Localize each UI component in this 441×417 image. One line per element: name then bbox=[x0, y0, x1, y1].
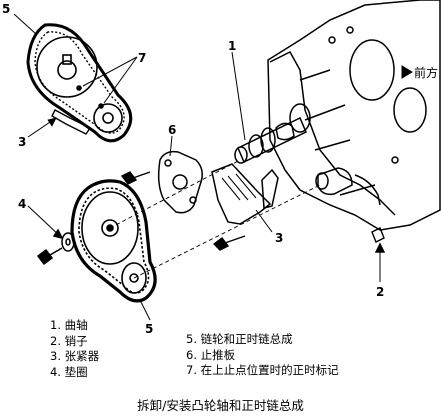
engine-block bbox=[267, 0, 441, 231]
leader-5-top bbox=[13, 13, 37, 35]
align-line-1 bbox=[109, 159, 241, 229]
cam-bore bbox=[289, 103, 311, 133]
tensioner-hatch bbox=[221, 173, 257, 201]
tensioner-body bbox=[211, 163, 272, 225]
inset-cam-keyway bbox=[62, 54, 72, 65]
thrust-plate-bolt-hole-2 bbox=[189, 196, 197, 204]
pin-body bbox=[371, 227, 385, 243]
inset-chain-loop bbox=[26, 23, 133, 143]
tensioner-shoe bbox=[261, 168, 279, 209]
camshaft-end bbox=[234, 146, 248, 164]
bolt-head bbox=[36, 248, 54, 266]
crank-nose-end bbox=[315, 172, 329, 190]
leader-3-mid bbox=[255, 209, 273, 233]
washer-and-bolt bbox=[27, 205, 75, 266]
block-bolt-b bbox=[346, 26, 354, 34]
thrust-plate-body bbox=[157, 150, 203, 214]
bolt-shank bbox=[49, 247, 63, 256]
legend-item: 2. 销子 bbox=[50, 333, 88, 348]
front-arrow-icon bbox=[401, 65, 413, 79]
main-chain-links bbox=[78, 187, 150, 294]
legend-left: 1. 曲轴 2. 销子 3. 张紧器 4. 垫圈 bbox=[50, 318, 99, 380]
callout-2: 2 bbox=[376, 285, 384, 299]
block-bolt-c bbox=[391, 156, 399, 164]
align-line-2 bbox=[133, 184, 321, 279]
callout-4: 4 bbox=[18, 197, 26, 211]
legend-item: 3. 张紧器 bbox=[50, 349, 100, 363]
figure-caption: 拆卸/安装凸轮轴和正时链总成 bbox=[137, 398, 304, 413]
thrust-plate bbox=[157, 135, 203, 214]
front-indicator: 前方 bbox=[401, 65, 438, 80]
legend-right: 5. 链轮和正时链总成 6. 止推板 7. 在上止点位置时的正时标记 bbox=[186, 332, 339, 379]
block-ribs bbox=[299, 69, 376, 196]
crank-sprocket bbox=[121, 262, 147, 294]
washer-hole bbox=[65, 238, 71, 246]
crank-nose bbox=[317, 167, 353, 196]
block-bolt-a bbox=[328, 36, 336, 44]
leader-6 bbox=[169, 135, 173, 157]
leader-7a bbox=[82, 56, 138, 87]
thrust-plate-center-hole bbox=[172, 174, 188, 190]
leader-4-arrow bbox=[52, 228, 64, 240]
leader-5-bottom bbox=[139, 299, 151, 321]
callout-1: 1 bbox=[228, 39, 236, 53]
camshaft-journal-1 bbox=[248, 134, 264, 158]
leader-7b bbox=[103, 56, 138, 104]
block-outline bbox=[267, 0, 441, 231]
inset-cam-dot bbox=[76, 85, 82, 91]
cam-sprocket bbox=[81, 191, 139, 265]
leader-2-arrow bbox=[374, 242, 386, 253]
inset-crank-sprocket bbox=[93, 103, 123, 133]
front-label: 前方 bbox=[414, 65, 438, 80]
callout-6: 6 bbox=[168, 123, 176, 137]
pin bbox=[371, 227, 386, 282]
callout-5-bottom: 5 bbox=[145, 322, 153, 336]
crank-sprocket-hub bbox=[129, 273, 139, 283]
inset-tensioner bbox=[51, 109, 92, 135]
bolt-upper bbox=[120, 171, 151, 185]
inset-cam-sprocket bbox=[36, 36, 98, 98]
legend-item: 5. 链轮和正时链总成 bbox=[186, 332, 293, 346]
block-bore-2 bbox=[393, 87, 427, 133]
camshaft-journal-2 bbox=[260, 127, 276, 153]
leader-1 bbox=[231, 51, 246, 141]
sprocket-chain-assembly bbox=[70, 159, 321, 321]
inset-chain-links bbox=[34, 31, 125, 134]
callout-5-top: 5 bbox=[2, 2, 10, 16]
main-chain-loop bbox=[70, 179, 157, 303]
camshaft-body bbox=[237, 116, 307, 164]
block-bore-1 bbox=[349, 39, 395, 101]
callout-7: 7 bbox=[138, 51, 146, 65]
washer bbox=[61, 232, 75, 252]
legend-item: 4. 垫圈 bbox=[50, 364, 88, 379]
inset-crank-hub bbox=[102, 112, 114, 124]
block-front-face bbox=[269, 51, 396, 216]
legend-item: 6. 止推板 bbox=[186, 347, 236, 362]
chain-tensioner bbox=[211, 163, 279, 233]
leader-3-top-arrow bbox=[47, 117, 57, 127]
bolt-middle bbox=[212, 235, 246, 251]
callout-numbers: 5 7 3 1 6 4 3 2 5 bbox=[2, 2, 384, 336]
callout-3-mid: 3 bbox=[275, 231, 283, 245]
inset-timing-chain bbox=[13, 13, 138, 143]
callout-3-top: 3 bbox=[18, 135, 26, 149]
thrust-plate-bolt-hole-1 bbox=[164, 159, 172, 167]
legend-item: 1. 曲轴 bbox=[50, 318, 88, 332]
camshaft bbox=[231, 51, 307, 164]
oil-pan-edge bbox=[354, 174, 381, 206]
camshaft-lobe bbox=[275, 122, 295, 141]
legend-item: 7. 在上止点位置时的正时标记 bbox=[186, 363, 339, 377]
cam-sprocket-hole bbox=[101, 219, 119, 237]
inset-crank-dot bbox=[98, 103, 104, 109]
inset-cam-sprocket-hub bbox=[57, 60, 77, 80]
